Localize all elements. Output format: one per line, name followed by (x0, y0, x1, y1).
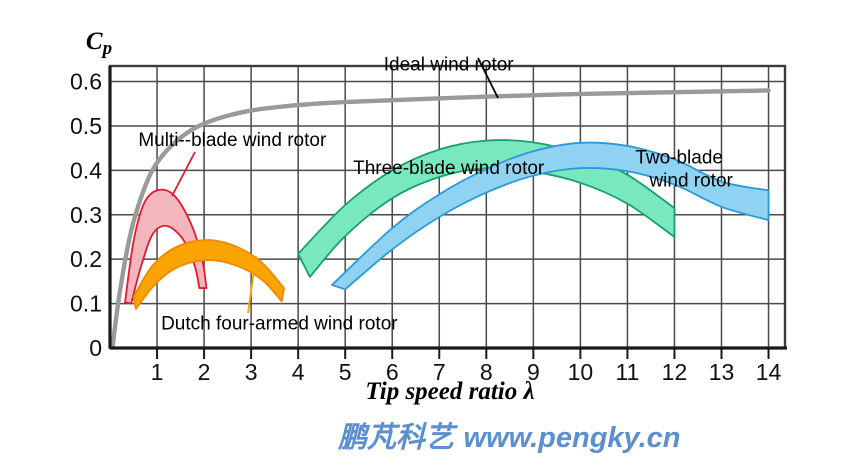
x-tick-label: 4 (292, 359, 305, 385)
series-band-three-blade-wind-rotor (297, 139, 676, 278)
annotation-dutch-four-armed-wind-rotor-leader-line (247, 255, 257, 314)
watermark-url: www.pengky.cn (463, 422, 680, 454)
x-tick-label: 2 (198, 359, 211, 385)
x-tick-label: 6 (386, 359, 399, 385)
annotation-multi-blade-wind-rotor: Multi--blade wind rotor (138, 130, 327, 151)
x-tick-label: 8 (480, 359, 493, 385)
series-line-ideal-wind-rotor (110, 88, 771, 348)
annotation-dutch-four-armed-wind-rotor: Dutch four-armed wind rotor (161, 313, 398, 334)
series-band-dutch-four-armed-wind-rotor (132, 239, 285, 310)
x-axis-title: Tip speed ratio λ (365, 378, 534, 405)
annotation-two-blade-wind-rotor-line2: wind rotor (648, 171, 733, 192)
x-tick-label: 7 (433, 359, 446, 385)
y-tick-label: 0.6 (70, 69, 102, 95)
x-tick-marks (156, 348, 770, 359)
y-tick-label: 0.5 (70, 113, 102, 139)
y-tick-label: 0.2 (70, 246, 102, 272)
annotation-ideal-wind-rotor-leader-line (477, 57, 499, 99)
x-tick-label: 13 (709, 359, 735, 385)
grid-lines (110, 66, 785, 348)
x-tick-label: 1 (151, 359, 164, 385)
series-band-multi-blade-wind-rotor (124, 188, 208, 305)
annotation-two-blade-wind-rotor: Two-blade (635, 148, 723, 169)
x-tick-label: 10 (568, 359, 594, 385)
x-tick-label: 3 (245, 359, 258, 385)
watermark-cn: 鹏芃科艺 (337, 420, 458, 454)
series-group (110, 88, 771, 348)
y-tick-label: 0.4 (70, 157, 102, 183)
annotation-three-blade-wind-rotor: Three-blade wind rotor (353, 158, 545, 179)
annotation-multi-blade-wind-rotor-leader-line (171, 151, 196, 197)
annotation-ideal-wind-rotor: Ideal wind rotor (384, 54, 515, 75)
y-tick-label: 0 (89, 335, 102, 361)
x-tick-label: 14 (756, 359, 782, 385)
x-tick-label: 5 (339, 359, 352, 385)
series-band-two-blade-wind-rotor (331, 141, 770, 291)
x-tick-label: 9 (527, 359, 540, 385)
y-tick-labels: 0 0.1 0.2 0.3 0.4 0.5 0.6 (70, 69, 102, 361)
y-tick-label: 0.3 (70, 202, 102, 228)
x-tick-label: 11 (615, 359, 639, 385)
y-axis-title: Cp (86, 28, 112, 59)
y-tick-label: 0.1 (70, 291, 102, 317)
x-tick-label: 12 (662, 359, 688, 385)
